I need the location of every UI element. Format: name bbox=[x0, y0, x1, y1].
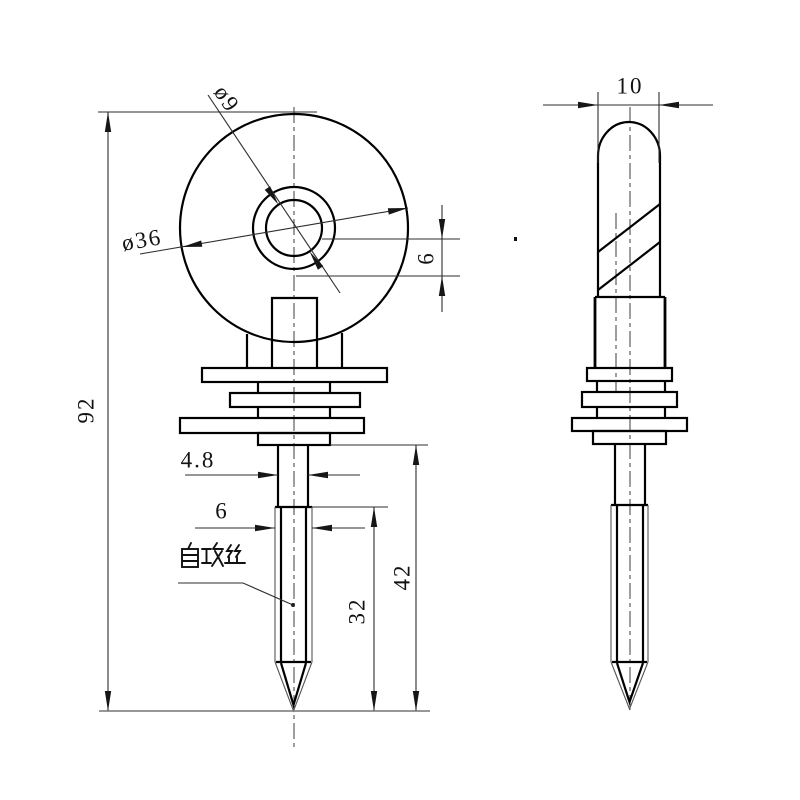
dim-thread-diameter: 6 bbox=[215, 498, 229, 524]
dim-screw-length: 42 bbox=[389, 563, 415, 591]
centerline-group bbox=[293, 107, 631, 750]
head-slot-diagonal-2 bbox=[597, 241, 661, 291]
head-capsule bbox=[596, 120, 662, 297]
stray-mark bbox=[514, 237, 517, 241]
dim-overall-length: 92 bbox=[73, 396, 99, 424]
front-view-outline bbox=[178, 112, 410, 709]
fin-3 bbox=[178, 416, 366, 435]
side-view-thread-crest bbox=[610, 505, 649, 711]
fin-2 bbox=[228, 391, 362, 409]
head-outer-circle bbox=[178, 112, 410, 344]
dimline-dia9 bbox=[207, 94, 341, 294]
head-slot-diagonal-1 bbox=[597, 203, 661, 253]
side-fin-1 bbox=[585, 366, 674, 383]
fin-1 bbox=[200, 366, 389, 384]
tip-cone-inner bbox=[279, 662, 308, 709]
arrow-4.8-right bbox=[308, 471, 328, 479]
arrow-4.8-left bbox=[258, 471, 278, 479]
arrow-hub6-down bbox=[438, 219, 446, 239]
arrow-92-up bbox=[104, 112, 112, 132]
thread-root-lines bbox=[279, 507, 308, 663]
dim-shank-diameter: 4.8 bbox=[180, 447, 216, 473]
thread-crest-lines bbox=[274, 507, 313, 662]
arrow-42-up bbox=[412, 445, 420, 465]
leader-dot bbox=[291, 603, 295, 607]
arrow-hub6-up bbox=[438, 276, 446, 296]
center-hole-circle bbox=[264, 198, 324, 258]
boss-sides bbox=[593, 297, 667, 368]
leader-self-tapping bbox=[178, 582, 294, 606]
arrow-dia9-lower bbox=[309, 251, 324, 270]
arrow-6-left bbox=[255, 524, 275, 532]
side-fin-2 bbox=[580, 390, 679, 409]
arrowheads bbox=[104, 101, 679, 711]
side-collar-block bbox=[591, 429, 668, 446]
neck-boss bbox=[270, 296, 319, 368]
arrow-dia36-right bbox=[387, 208, 408, 215]
arrow-dia36-left bbox=[182, 240, 203, 247]
side-thread-crest-lines bbox=[610, 505, 649, 662]
fin-spacer-2 bbox=[256, 407, 332, 418]
side-thread-root bbox=[615, 505, 645, 663]
arrow-42-down bbox=[412, 691, 420, 711]
dimension-lines bbox=[98, 92, 713, 711]
dim-hub-height: 6 bbox=[413, 251, 439, 265]
side-shank-sides bbox=[613, 444, 647, 505]
side-tip-cone-inner bbox=[615, 662, 645, 706]
fin-spacer-1 bbox=[256, 382, 332, 393]
dim-thread-length: 32 bbox=[344, 597, 370, 625]
arrow-32-up bbox=[370, 507, 378, 527]
head-ring-circle bbox=[251, 185, 337, 271]
dim-head-width: 10 bbox=[616, 73, 644, 99]
side-view-outline bbox=[570, 120, 689, 706]
side-fin-spacer-1 bbox=[595, 381, 667, 392]
arrow-dia9-upper bbox=[264, 186, 279, 205]
shank-sides bbox=[276, 445, 310, 507]
arrow-10-left bbox=[578, 101, 598, 109]
arrow-6-right bbox=[312, 524, 332, 532]
arrow-32-down bbox=[370, 691, 378, 711]
side-fin-spacer-2 bbox=[595, 407, 667, 418]
arrow-10-right bbox=[659, 101, 679, 109]
side-tip-cone-outer bbox=[610, 661, 649, 711]
collar-block bbox=[256, 431, 332, 447]
self-tapping-label-glyphs bbox=[181, 542, 246, 568]
arrow-92-down bbox=[104, 691, 112, 711]
